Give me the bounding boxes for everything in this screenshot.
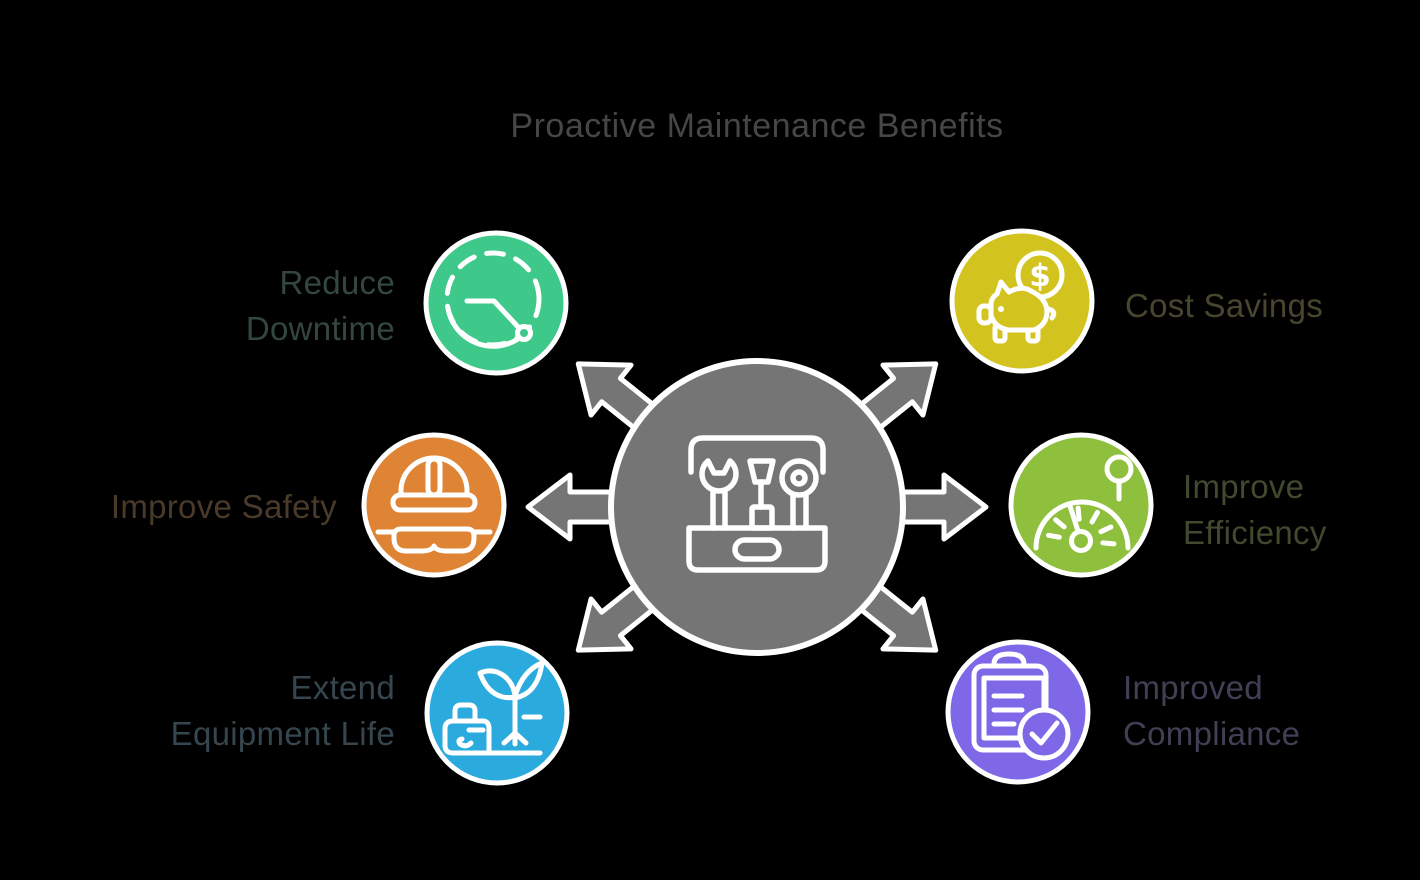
label-line: Improve [1183, 468, 1305, 505]
label-line: Improve Safety [110, 488, 337, 525]
benefit-circle-cost-savings: $ [949, 228, 1095, 374]
label-line: Improved [1123, 669, 1263, 706]
gauge-icon [1033, 454, 1134, 553]
clock-icon [444, 250, 542, 349]
label-line: Efficiency [1183, 514, 1327, 551]
benefit-label-improved-compliance: Improved Compliance [1123, 665, 1420, 757]
benefit-circle-extend-equipment-life [424, 640, 570, 786]
label-line: Cost Savings [1125, 287, 1324, 324]
label-line: Compliance [1123, 715, 1301, 752]
benefit-label-cost-savings: Cost Savings [1125, 283, 1415, 329]
benefit-label-extend-equipment-life: Extend Equipment Life [95, 665, 395, 757]
label-line: Equipment Life [170, 715, 395, 752]
benefit-label-reduce-downtime: Reduce Downtime [145, 260, 395, 352]
label-line: Reduce [279, 264, 395, 301]
benefit-label-improve-safety: Improve Safety [47, 484, 337, 530]
benefit-label-improve-efficiency: Improve Efficiency [1183, 464, 1420, 556]
toolbox-icon [686, 435, 828, 573]
benefit-circle-improved-compliance [945, 639, 1091, 785]
label-line: Extend [290, 669, 395, 706]
benefit-circle-reduce-downtime [423, 230, 569, 376]
dollar-sign: $ [1029, 258, 1051, 294]
piggy-bank-icon: $ [976, 250, 1065, 344]
clipboard-check-icon [971, 651, 1071, 761]
diagram-title: Proactive Maintenance Benefits [510, 107, 1004, 145]
benefit-circle-improve-safety [361, 432, 507, 578]
benefit-circle-improve-efficiency [1008, 432, 1154, 578]
label-line: Downtime [245, 310, 395, 347]
hard-hat-icon [375, 455, 493, 554]
seedling-icon [442, 660, 545, 756]
